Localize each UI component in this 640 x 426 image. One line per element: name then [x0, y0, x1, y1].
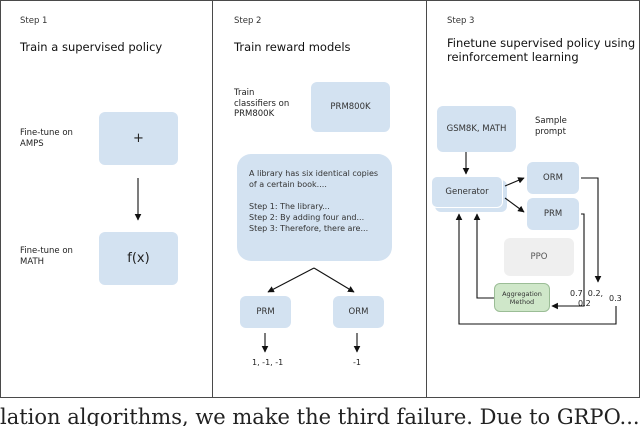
step1-title: Train a supervised policy: [20, 40, 163, 54]
dataset-box: GSM8K, MATH: [437, 106, 516, 152]
orm-scores: 0.7, 0.2, 0.2: [570, 289, 604, 308]
problem-line: of a certain book....: [249, 180, 327, 189]
solution-step-line: Step 2: By adding four and...: [249, 213, 365, 222]
solution-step-line: Step 3: Therefore, there are...: [249, 224, 369, 233]
panel-divider-1: [212, 0, 213, 398]
prm-output-scores: 1, -1, -1: [252, 358, 284, 367]
generator-box: Generator: [431, 176, 503, 208]
step1-label: Step 1: [20, 16, 48, 26]
sample-prompt-label: Sample prompt: [535, 116, 567, 137]
aggregation-method-box: Aggregation Method: [494, 283, 550, 312]
panel-divider-2: [426, 0, 427, 398]
prm-box-step3: PRM: [527, 198, 579, 230]
problem-line: [249, 190, 378, 201]
prm-score: 0.3: [609, 294, 622, 303]
orm-output-score: -1: [353, 358, 361, 367]
step2-label: Step 2: [234, 16, 262, 26]
fx-symbol: f(x): [127, 251, 150, 266]
step2-title: Train reward models: [234, 40, 351, 54]
plus-symbol: +: [133, 131, 144, 146]
problem-line: A library has six identical copies: [249, 169, 379, 178]
train-classifiers-label: Train classifiers on PRM800K: [234, 88, 290, 119]
orm-box-step2: ORM: [333, 296, 384, 328]
caption-fragment: lation algorithms, we make the third fai…: [0, 405, 640, 426]
problem-solution-box: A library has six identical copies of a …: [237, 154, 392, 261]
prm800k-box: PRM800K: [311, 82, 390, 132]
step3-label: Step 3: [447, 16, 475, 26]
orm-box-step3: ORM: [527, 162, 579, 194]
math-model-box: f(x): [99, 232, 178, 285]
finetune-math-label: Fine-tune on MATH: [20, 246, 73, 267]
ppo-box: PPO: [504, 238, 574, 276]
finetune-amps-label: Fine-tune on AMPS: [20, 128, 73, 149]
step3-title: Finetune supervised policy using reinfor…: [447, 36, 636, 64]
amps-model-box: +: [99, 112, 178, 165]
solution-step-line: Step 1: The library...: [249, 202, 330, 211]
prm-box-step2: PRM: [240, 296, 291, 328]
